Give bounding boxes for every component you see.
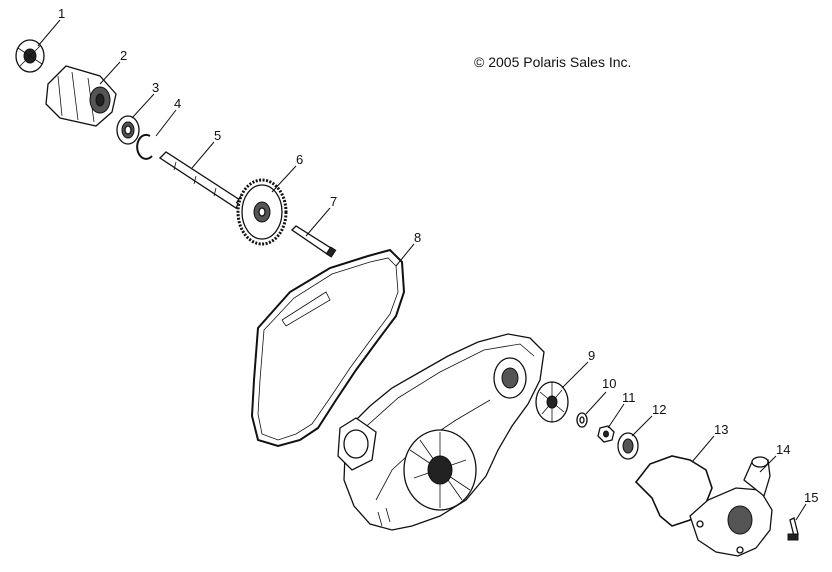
callout-11: 11 — [622, 390, 636, 405]
part-2-pump-housing — [45, 65, 117, 127]
part-14-pump-cover — [689, 456, 773, 557]
callout-6: 6 — [296, 152, 303, 167]
callout-7: 7 — [330, 194, 337, 209]
part-3-bearing — [116, 115, 140, 145]
part-1-impeller — [15, 39, 45, 73]
part-8-gasket — [250, 248, 406, 448]
part-6-gear — [236, 178, 288, 246]
callout-14: 14 — [776, 442, 790, 457]
callout-2: 2 — [120, 48, 127, 63]
crankcase-cover — [337, 333, 545, 531]
part-13-o-ring — [634, 455, 713, 527]
part-5-shaft — [158, 151, 251, 209]
callout-5: 5 — [214, 128, 221, 143]
callout-numbers: 1 2 3 4 5 6 7 8 9 10 11 12 13 14 15 — [58, 6, 818, 505]
callout-1: 1 — [58, 6, 65, 21]
part-11-nut — [597, 425, 615, 443]
callout-10: 10 — [602, 376, 616, 391]
copyright-notice: © 2005 Polaris Sales Inc. — [474, 54, 632, 70]
part-15-bolt — [787, 517, 799, 541]
part-4-snap-ring — [136, 133, 153, 160]
callout-8: 8 — [414, 230, 421, 245]
callout-15: 15 — [804, 490, 818, 505]
callout-4: 4 — [174, 96, 181, 111]
callout-9: 9 — [588, 348, 595, 363]
part-9-impeller — [535, 381, 569, 423]
callout-3: 3 — [152, 80, 159, 95]
callout-13: 13 — [714, 422, 728, 437]
leader-lines — [37, 19, 807, 521]
part-10-washer — [576, 412, 588, 428]
callout-12: 12 — [652, 402, 666, 417]
part-12-seal — [617, 432, 639, 460]
part-7-pin — [290, 225, 337, 258]
